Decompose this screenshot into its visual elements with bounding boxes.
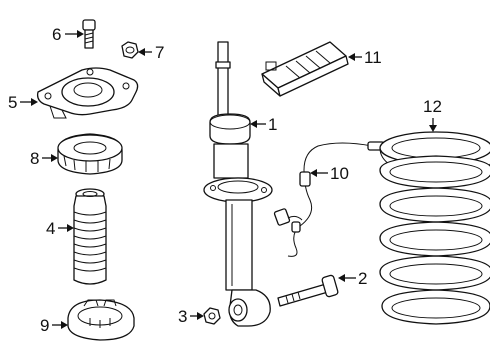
callout-3: 3: [178, 307, 187, 326]
control-module: [261, 41, 349, 97]
callout-2: 2: [358, 269, 367, 288]
lower-spring-seat: [67, 299, 135, 341]
callout-6: 6: [52, 25, 61, 44]
mount-nut: [121, 41, 139, 59]
callout-10: 10: [330, 164, 349, 183]
leader-lines: [20, 30, 437, 329]
dust-boot: [73, 188, 107, 285]
callout-5: 5: [8, 93, 17, 112]
bolt: [277, 274, 339, 307]
coil-spring: [379, 131, 490, 325]
shock-absorber: [203, 41, 273, 327]
callout-8: 8: [30, 149, 39, 168]
callout-9: 9: [40, 316, 49, 335]
callout-4: 4: [46, 219, 55, 238]
nut: [203, 307, 221, 325]
callout-1: 1: [268, 115, 277, 134]
callout-labels: 6 7 5 8 4 9 1 3 2 10 11 12: [8, 25, 442, 335]
sensor-harness: [273, 141, 385, 257]
callout-7: 7: [155, 43, 164, 62]
mount-bolt: [82, 19, 96, 49]
callout-12: 12: [423, 97, 442, 116]
upper-spring-seat: [57, 133, 123, 175]
upper-mount: [36, 67, 139, 119]
callout-11: 11: [364, 48, 382, 67]
